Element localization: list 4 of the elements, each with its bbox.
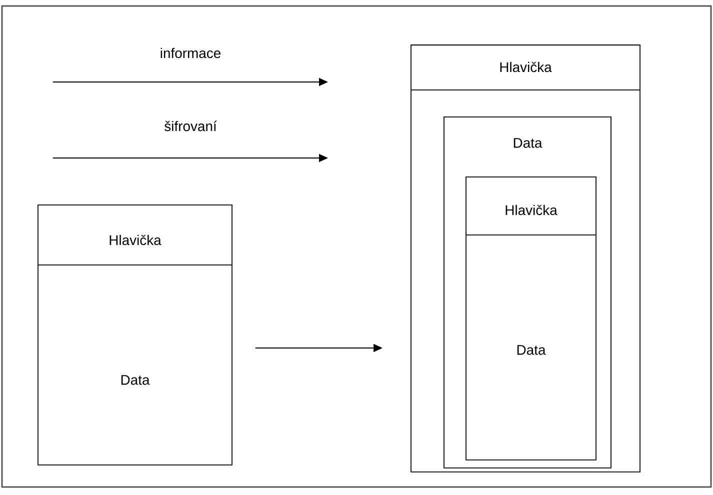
packet-box: Hlavička Data — [466, 176, 596, 460]
packet-box: Hlavička Data — [38, 204, 232, 466]
legend-label: šifrovaní — [164, 120, 217, 132]
legend-label: informace — [160, 48, 220, 58]
